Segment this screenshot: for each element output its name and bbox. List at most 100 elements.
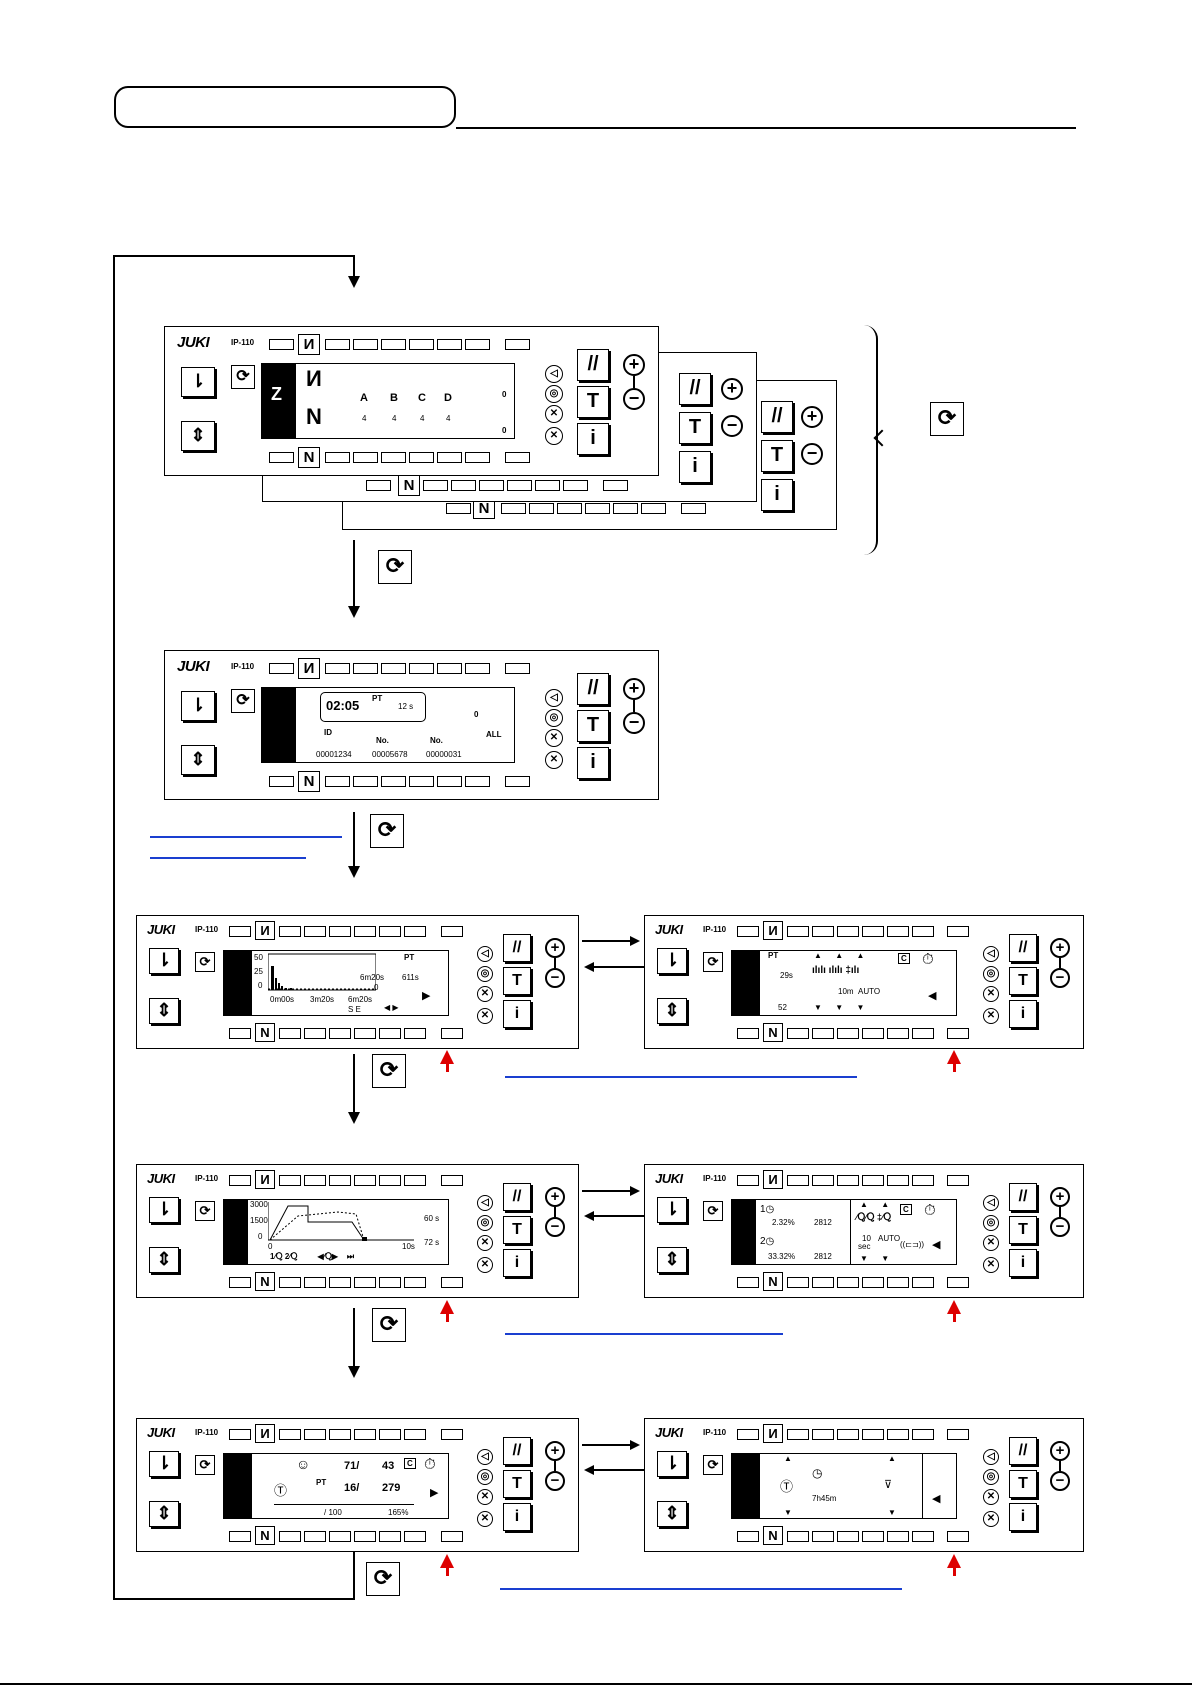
soft-key[interactable]	[381, 663, 406, 674]
t-key[interactable]: T	[761, 440, 793, 472]
plus-key[interactable]: +	[545, 938, 565, 958]
soft-key[interactable]	[681, 503, 706, 514]
minus-key[interactable]: −	[545, 968, 565, 988]
soft-key[interactable]	[329, 1175, 351, 1186]
plus-key[interactable]: +	[545, 1441, 565, 1461]
target-icon[interactable]: ◎	[477, 1469, 493, 1485]
refresh-key[interactable]: ⟳	[703, 952, 723, 972]
t-key[interactable]: T	[577, 386, 609, 418]
soft-key[interactable]	[279, 1429, 301, 1440]
soft-key[interactable]	[887, 926, 909, 937]
soft-key[interactable]	[603, 480, 628, 491]
soft-key[interactable]	[381, 452, 406, 463]
reset-key[interactable]: //	[577, 349, 609, 381]
soft-key[interactable]	[887, 1277, 909, 1288]
presser-key[interactable]: ⇕	[149, 1247, 179, 1273]
soft-key[interactable]	[353, 776, 378, 787]
soft-key[interactable]	[353, 452, 378, 463]
key-n-bottom[interactable]: N	[763, 1272, 783, 1291]
soft-key[interactable]	[465, 776, 490, 787]
soft-key[interactable]	[437, 452, 462, 463]
info-key[interactable]: i	[761, 479, 793, 511]
soft-key[interactable]	[787, 926, 809, 937]
cross-icon[interactable]: ✕	[477, 1489, 493, 1505]
presser-key[interactable]: ⇕	[657, 1247, 687, 1273]
refresh-key[interactable]: ⟳	[703, 1455, 723, 1475]
key-n-bottom[interactable]: N	[763, 1023, 783, 1042]
next-arrow-icon[interactable]: ▶	[422, 990, 431, 1002]
soft-key[interactable]	[837, 1429, 859, 1440]
soft-key[interactable]	[437, 663, 462, 674]
cross-icon[interactable]: ✕	[477, 1008, 493, 1024]
soft-key[interactable]	[787, 1531, 809, 1542]
plus-key[interactable]: +	[623, 678, 645, 700]
soft-key[interactable]	[441, 1429, 463, 1440]
soft-key[interactable]	[269, 452, 294, 463]
plus-key[interactable]: +	[1050, 938, 1070, 958]
plus-key[interactable]: +	[1050, 1187, 1070, 1207]
minus-key[interactable]: −	[721, 415, 743, 437]
soft-key[interactable]	[737, 1531, 759, 1542]
soft-key[interactable]	[381, 339, 406, 350]
soft-key[interactable]	[329, 926, 351, 937]
target-icon[interactable]: ◎	[545, 709, 563, 727]
arrow-left-icon[interactable]: ◀ ▶	[384, 1003, 399, 1012]
reference-link[interactable]	[505, 1333, 783, 1335]
minus-key[interactable]: −	[1050, 1217, 1070, 1237]
plus-key[interactable]: +	[721, 378, 743, 400]
down-arrow-icon[interactable]: ▼	[784, 1508, 792, 1517]
cross-icon[interactable]: ✕	[983, 1511, 999, 1527]
soft-key[interactable]	[887, 1531, 909, 1542]
soft-key[interactable]	[529, 503, 554, 514]
soft-key[interactable]	[451, 480, 476, 491]
reference-link[interactable]	[500, 1588, 902, 1590]
info-key[interactable]: i	[577, 747, 609, 779]
soft-key[interactable]	[912, 926, 934, 937]
down-arrow-icon[interactable]: ▼	[888, 1508, 896, 1517]
soft-key[interactable]	[404, 1028, 426, 1039]
refresh-key[interactable]: ⟳	[195, 1455, 215, 1475]
reset-key[interactable]: //	[1009, 1437, 1037, 1465]
soft-key[interactable]	[737, 926, 759, 937]
key-n-bottom[interactable]: N	[255, 1272, 275, 1291]
soft-key[interactable]	[354, 1277, 376, 1288]
thread-down-key[interactable]: ⇂	[657, 1451, 687, 1477]
soft-key[interactable]	[479, 480, 504, 491]
info-key[interactable]: i	[577, 423, 609, 455]
soft-key[interactable]	[329, 1277, 351, 1288]
plus-key[interactable]: +	[623, 354, 645, 376]
key-n-bottom[interactable]: N	[298, 447, 320, 468]
soft-key[interactable]	[441, 1531, 463, 1542]
soft-key[interactable]	[437, 339, 462, 350]
soft-key[interactable]	[269, 776, 294, 787]
soft-key[interactable]	[837, 1277, 859, 1288]
soft-key[interactable]	[737, 1429, 759, 1440]
next-arrow-icon[interactable]: ▶	[430, 1487, 439, 1499]
soft-key[interactable]	[269, 663, 294, 674]
thread-down-key[interactable]: ⇂	[181, 691, 215, 721]
info-key[interactable]: i	[1009, 1503, 1037, 1531]
soft-key[interactable]	[465, 663, 490, 674]
reset-key[interactable]: //	[1009, 1183, 1037, 1211]
reference-link[interactable]	[150, 836, 342, 838]
soft-key[interactable]	[887, 1429, 909, 1440]
thread-down-key[interactable]: ⇂	[149, 1197, 179, 1223]
soft-key[interactable]	[279, 1277, 301, 1288]
target-icon[interactable]: ◎	[477, 966, 493, 982]
back-arrow-icon[interactable]: ◀	[928, 990, 937, 1002]
key-n-bottom[interactable]: N	[255, 1023, 275, 1042]
thread-down-key[interactable]: ⇂	[149, 1451, 179, 1477]
soft-key[interactable]	[812, 1028, 834, 1039]
reset-key[interactable]: //	[577, 673, 609, 705]
key-n-top[interactable]: И	[255, 1424, 275, 1443]
soft-key[interactable]	[862, 1175, 884, 1186]
cross-icon[interactable]: ✕	[545, 729, 563, 747]
soft-key[interactable]	[505, 663, 530, 674]
soft-key[interactable]	[947, 1531, 969, 1542]
reset-key[interactable]: //	[503, 1437, 531, 1465]
soft-key[interactable]	[887, 1175, 909, 1186]
soft-key[interactable]	[325, 339, 350, 350]
soft-key[interactable]	[229, 1028, 251, 1039]
soft-key[interactable]	[446, 503, 471, 514]
key-n-top[interactable]: И	[763, 1170, 783, 1189]
